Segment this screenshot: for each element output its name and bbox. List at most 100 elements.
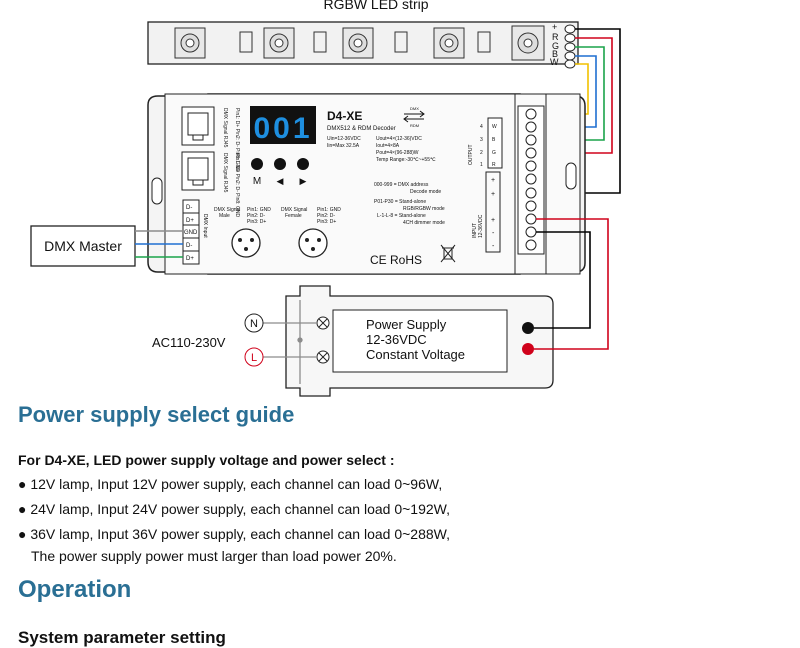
output-channel: 1	[480, 162, 483, 168]
rj45-pins: Pin1: D+ Pin2: D- Pin8: GND	[234, 153, 240, 217]
output-channel: 2	[480, 150, 483, 156]
terminal-sign: -	[492, 230, 495, 237]
dmx-input-label: DMX Input	[202, 214, 208, 238]
mode-line: Decode mode	[410, 189, 441, 195]
mode-button-label: M	[253, 176, 261, 187]
input-label: INPUT	[472, 223, 478, 238]
neutral-label: N	[250, 318, 258, 330]
led-strip: + R G B W	[147, 21, 579, 69]
terminal-sign: +	[491, 217, 495, 224]
bullet-marker: ●	[18, 526, 27, 542]
output-letter: W	[492, 124, 497, 130]
dmx-terminal-label: D-	[186, 243, 192, 249]
mode-button[interactable]	[251, 158, 263, 170]
spec-line: Iin=Max 32.5A	[327, 143, 360, 149]
dmx-terminal-block: D- D+ GND D- D+ DMX Input	[182, 199, 208, 265]
rj45-port	[181, 151, 215, 191]
terminal-sign: -	[492, 243, 495, 250]
ps-terminal-icon	[316, 316, 330, 364]
strip-label: RGBW LED strip	[323, 0, 428, 12]
dmx-male-label: DMX Signal	[214, 207, 240, 213]
wire-black	[534, 231, 591, 329]
dmx-male-label: Male	[219, 213, 230, 219]
terminal-column: + + + - - INPUT 12-36VDC	[472, 105, 545, 255]
dmx-wires	[135, 230, 183, 258]
bullet-marker: ●	[18, 476, 27, 492]
right-button-label: ▶	[300, 176, 307, 186]
terminal-sign: +	[491, 191, 495, 198]
left-button[interactable]	[274, 158, 286, 170]
live-icon: L	[244, 347, 264, 367]
rj45-pins: Pin1: D+ Pin2: D- Pin8: GND	[234, 108, 240, 172]
dmx-male-pins: Pin1: GND	[247, 207, 271, 213]
led-chip	[342, 27, 374, 59]
guide-bullet: ● 24V lamp, Input 24V power supply, each…	[18, 501, 450, 517]
xlr-female-connector	[298, 228, 328, 258]
dmx-female-label: DMX Signal	[281, 207, 307, 213]
strip-pin-label: +	[552, 22, 557, 32]
spec-line: Temp Range:-30℃~+55℃	[376, 157, 436, 163]
device-subtitle: DMX512 & RDM Decoder	[327, 126, 396, 132]
rj45-label: DMX Signal RJ45	[222, 153, 228, 193]
spec-line: Uin=12-36VDC	[327, 136, 361, 142]
left-button-label: ◀	[277, 176, 284, 186]
led-display	[250, 106, 316, 144]
mount-slot	[565, 162, 577, 190]
bullet-text: 36V lamp, Input 36V power supply, each c…	[30, 526, 450, 542]
dmx-terminal-label: D+	[186, 256, 194, 262]
xlr-male-connector	[231, 228, 261, 258]
strip-terminal	[564, 24, 576, 69]
dmx-logo-text: DMX	[410, 106, 419, 111]
spec-line: Pout=4×(96-288)W	[376, 150, 419, 156]
resistor-icon	[239, 31, 491, 53]
output-letter: R	[492, 162, 496, 168]
display-digits: 001	[253, 112, 312, 145]
dmx-female-pins: Pin2: D-	[317, 213, 335, 219]
dmx-female-label: Female	[285, 213, 302, 219]
mode-line: RGB/RGBW mode	[403, 206, 445, 212]
led-chip	[263, 27, 295, 59]
dmx-rdm-logo: DMX RDM	[403, 106, 425, 128]
bullet-text: 24V lamp, Input 24V power supply, each c…	[30, 501, 450, 517]
led-chip	[511, 25, 545, 61]
mode-line: P01-P30 = Stand-alone	[374, 199, 426, 205]
strip-pin-label: W	[550, 57, 559, 67]
spec-line: Uout=4×(12-36)VDC	[376, 136, 422, 142]
output-letter: B	[492, 137, 496, 143]
guide-lead: For D4-XE, LED power supply voltage and …	[18, 452, 395, 468]
guide-title: Power supply select guide	[18, 402, 295, 427]
dmx-female-pins: Pin1: GND	[317, 207, 341, 213]
ps-positive-terminal	[522, 343, 534, 355]
dmx-master-box	[30, 225, 136, 267]
output-label: OUTPUT	[468, 144, 474, 165]
bullet-text: 12V lamp, Input 12V power supply, each c…	[30, 476, 443, 492]
strip-pin-label: B	[552, 49, 558, 59]
output-terminals: W B G R 4 3 2 1 OUTPUT	[468, 117, 503, 169]
guide-note: The power supply power must larger than …	[31, 548, 397, 564]
led-chip	[433, 27, 465, 59]
mode-line: 4CH dimmer mode	[403, 220, 445, 226]
led-chip	[174, 27, 206, 59]
terminal-sign: +	[491, 177, 495, 184]
output-channel: 3	[480, 137, 483, 143]
ac-input-label: AC110-230V	[152, 335, 226, 350]
dmx-male-pins: Pin3: D+	[247, 219, 266, 225]
ac-wires	[262, 300, 317, 384]
system-parameter-title: System parameter setting	[18, 628, 226, 647]
right-button[interactable]	[297, 158, 309, 170]
dmx-master-label: DMX Master	[44, 238, 122, 254]
dmx-terminal-label: D-	[186, 205, 192, 211]
power-supply-line: Constant Voltage	[366, 347, 465, 362]
output-letter: G	[492, 150, 496, 156]
spec-line: Iout=4×8A	[376, 143, 400, 149]
strip-pin-label: G	[552, 41, 559, 51]
guide-bullet: ● 12V lamp, Input 12V power supply, each…	[18, 476, 442, 492]
dmx-female-pins: Pin3: D+	[317, 219, 336, 225]
input-label: 12-36VDC	[478, 214, 484, 238]
neutral-icon: N	[244, 313, 264, 333]
power-supply: Power Supply 12-36VDC Constant Voltage	[285, 285, 554, 397]
mode-line: L-1-L-8 = Stand-alone	[377, 213, 426, 219]
dmx-terminal-label: GND	[184, 230, 198, 236]
power-supply-line: 12-36VDC	[366, 332, 427, 347]
wire-red	[534, 218, 609, 350]
